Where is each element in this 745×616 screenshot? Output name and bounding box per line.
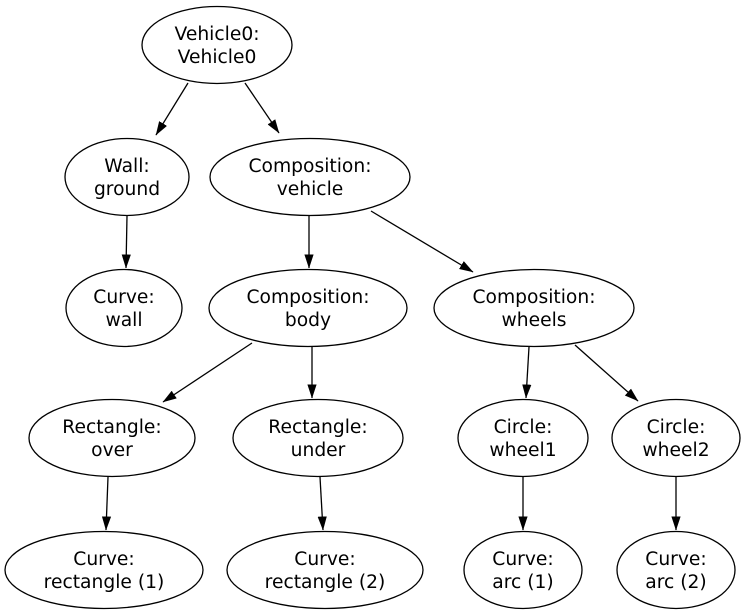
edge-vehicle0-to-composition-vehicle xyxy=(244,82,280,134)
node-rectangle-under-label-line2: under xyxy=(291,440,346,461)
node-layer: Vehicle0:Vehicle0Wall:groundComposition:… xyxy=(4,5,741,610)
edge-wall-ground-to-curve-wall xyxy=(121,215,131,269)
node-circle-wheel2-label-line1: Circle: xyxy=(647,417,706,438)
edge-composition-wheels-to-circle-wheel2 xyxy=(574,344,639,402)
node-circle-wheel2-shape xyxy=(611,398,741,478)
edge-rectangle-under-to-curve-rectangle-2 xyxy=(317,476,327,531)
node-curve-rectangle-1-label-line1: Curve: xyxy=(73,549,134,570)
node-curve-rectangle-2-label-line1: Curve: xyxy=(294,549,355,570)
node-wall-ground-label-line1: Wall: xyxy=(104,156,149,177)
node-curve-rectangle-2: Curve:rectangle (2) xyxy=(226,530,424,610)
edge-vehicle0-to-wall-ground xyxy=(155,82,189,136)
node-rectangle-under-shape xyxy=(232,398,404,478)
node-composition-body-label-line1: Composition: xyxy=(246,287,369,308)
node-composition-vehicle: Composition:vehicle xyxy=(209,137,411,217)
node-curve-wall: Curve:wall xyxy=(65,268,183,348)
node-circle-wheel1-shape xyxy=(457,398,589,478)
node-wall-ground-label-line2: ground xyxy=(94,179,160,200)
node-rectangle-over-shape xyxy=(28,398,196,478)
node-composition-body-shape xyxy=(208,268,408,348)
node-composition-vehicle-label-line1: Composition: xyxy=(248,156,371,177)
node-curve-arc-1-label-line2: arc (1) xyxy=(492,572,553,593)
node-vehicle0-shape xyxy=(141,5,293,85)
node-curve-arc-2-label-line1: Curve: xyxy=(645,549,706,570)
node-curve-rectangle-1-label-line2: rectangle (1) xyxy=(44,572,165,593)
node-composition-vehicle-label-line2: vehicle xyxy=(277,179,344,200)
node-curve-rectangle-1: Curve:rectangle (1) xyxy=(4,530,204,610)
node-composition-wheels: Composition:wheels xyxy=(433,268,635,348)
node-curve-arc-1: Curve:arc (1) xyxy=(463,530,583,610)
node-circle-wheel2-label-line2: wheel2 xyxy=(642,440,709,461)
node-curve-wall-label-line1: Curve: xyxy=(93,287,154,308)
node-composition-body-label-line2: body xyxy=(285,310,331,331)
node-wall-ground-shape xyxy=(64,137,190,217)
node-composition-wheels-label-line2: wheels xyxy=(501,310,566,331)
edge-rectangle-over-to-curve-rectangle-1 xyxy=(101,476,112,531)
node-curve-rectangle-1-shape xyxy=(4,530,204,610)
node-curve-wall-label-line2: wall xyxy=(105,310,142,331)
node-circle-wheel1-label-line1: Circle: xyxy=(494,417,553,438)
edge-composition-body-to-rectangle-over xyxy=(162,342,253,403)
node-composition-vehicle-shape xyxy=(209,137,411,217)
node-curve-arc-2-shape xyxy=(616,530,736,610)
node-vehicle0: Vehicle0:Vehicle0 xyxy=(141,5,293,85)
node-circle-wheel1: Circle:wheel1 xyxy=(457,398,589,478)
node-curve-arc-2-label-line2: arc (2) xyxy=(645,572,706,593)
node-circle-wheel2: Circle:wheel2 xyxy=(611,398,741,478)
node-rectangle-under: Rectangle:under xyxy=(232,398,404,478)
node-vehicle0-label-line2: Vehicle0 xyxy=(178,47,257,68)
node-composition-wheels-shape xyxy=(433,268,635,348)
node-wall-ground: Wall:ground xyxy=(64,137,190,217)
node-vehicle0-label-line1: Vehicle0: xyxy=(174,24,259,45)
edge-composition-vehicle-to-composition-wheels xyxy=(370,210,474,273)
node-curve-wall-shape xyxy=(65,268,183,348)
node-composition-body: Composition:body xyxy=(208,268,408,348)
node-composition-wheels-label-line1: Composition: xyxy=(472,287,595,308)
node-curve-arc-1-shape xyxy=(463,530,583,610)
node-rectangle-over-label-line1: Rectangle: xyxy=(62,417,161,438)
node-curve-rectangle-2-shape xyxy=(226,530,424,610)
node-curve-arc-2: Curve:arc (2) xyxy=(616,530,736,610)
edge-layer xyxy=(101,82,681,531)
node-circle-wheel1-label-line2: wheel1 xyxy=(489,440,556,461)
node-rectangle-over: Rectangle:over xyxy=(28,398,196,478)
edge-composition-wheels-to-circle-wheel1 xyxy=(522,346,532,399)
node-curve-rectangle-2-label-line2: rectangle (2) xyxy=(265,572,386,593)
node-rectangle-over-label-line2: over xyxy=(91,440,133,461)
node-rectangle-under-label-line1: Rectangle: xyxy=(268,417,367,438)
node-curve-arc-1-label-line1: Curve: xyxy=(492,549,553,570)
